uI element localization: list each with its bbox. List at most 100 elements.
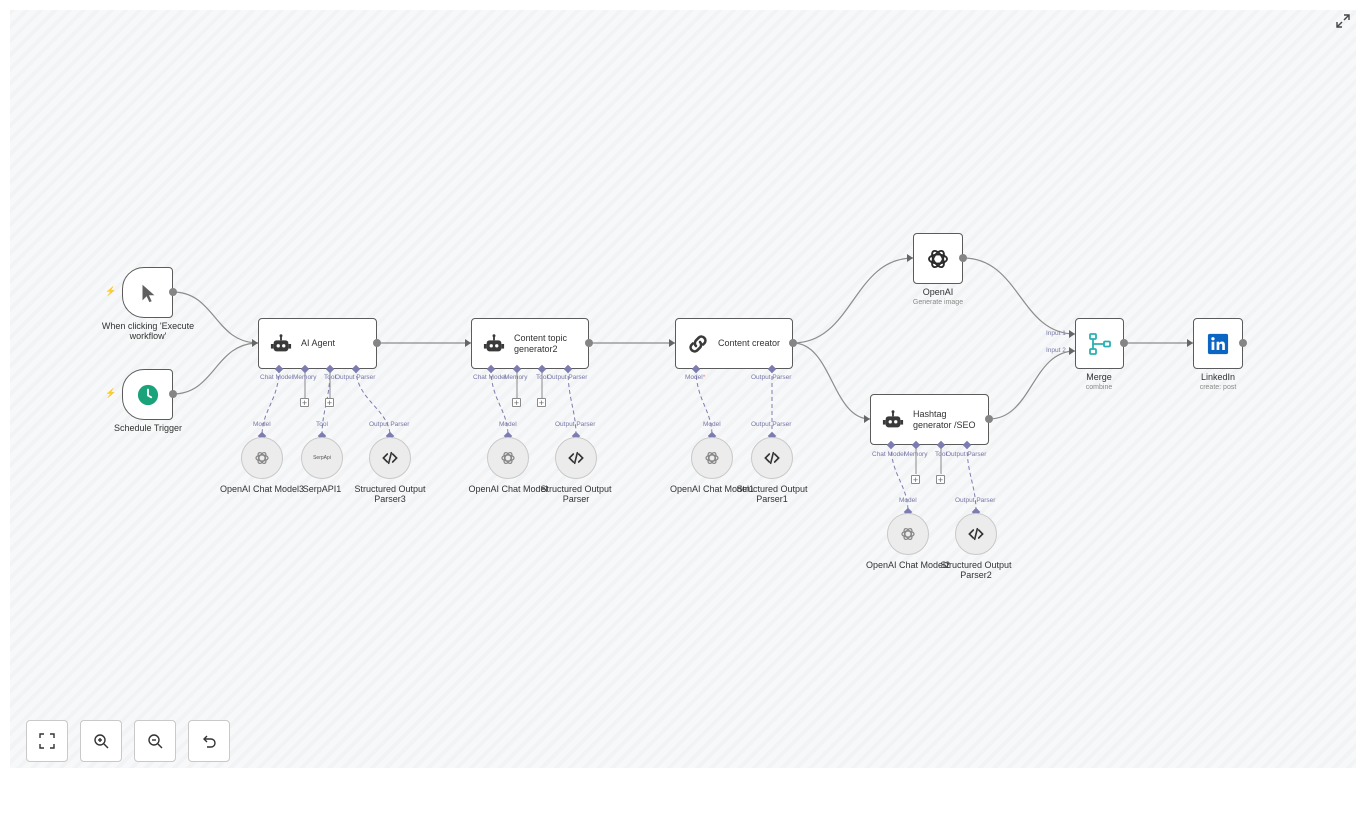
subnode-openai-chat-model1[interactable] — [691, 437, 733, 479]
code-icon — [382, 451, 398, 465]
subnode-port-label: Output Parser — [555, 421, 596, 428]
node-title: Content topic generator2 — [514, 332, 568, 354]
port-label-chat-model: Chat Model — [872, 451, 906, 458]
subnode-port-label: Model — [253, 421, 271, 428]
node-linkedin-subtitle: create: post — [1199, 384, 1237, 391]
node-merge[interactable] — [1075, 318, 1124, 369]
subnode-label: Structured Output Parser — [540, 484, 612, 504]
output-port[interactable] — [1239, 339, 1247, 347]
port-label-chat-model: Chat Model — [473, 374, 507, 381]
subnode-label: OpenAI Chat Model2 — [865, 560, 951, 570]
subnode-openai-chat-model2[interactable] — [887, 513, 929, 555]
port-label-memory: Memory — [504, 374, 528, 381]
port-label-output-parser: Output Parser — [547, 374, 588, 381]
port-label-output-parser: Output Parser — [751, 374, 792, 381]
add-tool-button[interactable]: + — [325, 398, 334, 408]
zoom-out-button[interactable] — [134, 720, 176, 762]
port-label-output-parser: Output Parser — [946, 451, 987, 458]
subnode-openai-chat-model[interactable] — [487, 437, 529, 479]
port-label-memory: Memory — [904, 451, 928, 458]
subnode-label: Structured Output Parser3 — [354, 484, 426, 504]
add-memory-button[interactable]: + — [512, 398, 521, 408]
zoom-in-button[interactable] — [80, 720, 122, 762]
output-port[interactable] — [985, 415, 993, 423]
linkedin-icon — [1206, 332, 1230, 356]
subnode-port-label: Output Parser — [369, 421, 410, 428]
subnode-label: Structured Output Parser2 — [940, 560, 1012, 580]
subnode-port-label: Model — [899, 497, 917, 504]
subnode-label: OpenAI Chat Model1 — [669, 484, 755, 494]
subnode-label: Structured Output Parser1 — [736, 484, 808, 504]
fit-view-icon — [39, 733, 55, 749]
clock-icon — [136, 383, 160, 407]
node-merge-subtitle: combine — [1085, 384, 1113, 391]
trigger-bolt-icon: ⚡ — [105, 388, 117, 398]
node-schedule-trigger[interactable] — [122, 369, 173, 420]
code-icon — [568, 451, 584, 465]
node-merge-label: Merge — [1086, 372, 1112, 382]
openai-icon — [501, 451, 515, 465]
port-label-memory: Memory — [293, 374, 317, 381]
subnode-port-label: Output Parser — [751, 421, 792, 428]
subnode-structured-output-parser1[interactable] — [751, 437, 793, 479]
chain-link-icon — [686, 332, 710, 356]
output-port[interactable] — [585, 339, 593, 347]
output-port[interactable] — [373, 339, 381, 347]
output-port[interactable] — [169, 288, 177, 296]
cursor-icon — [136, 281, 160, 305]
robot-icon — [269, 332, 293, 356]
workflow-canvas[interactable] — [10, 10, 1356, 768]
subnode-structured-output-parser3[interactable] — [369, 437, 411, 479]
add-tool-button[interactable]: + — [537, 398, 546, 408]
subnode-label: OpenAI Chat Model — [468, 484, 548, 494]
merge-icon — [1088, 332, 1112, 356]
port-label-tool: Tool — [935, 451, 947, 458]
subnode-structured-output-parser2[interactable] — [955, 513, 997, 555]
port-label-output-parser: Output Parser — [335, 374, 376, 381]
robot-icon — [881, 408, 905, 432]
code-icon — [968, 527, 984, 541]
merge-input-2-label: Input 2 — [1046, 347, 1066, 354]
add-tool-button[interactable]: + — [936, 475, 945, 485]
subnode-label: OpenAI Chat Model3 — [219, 484, 305, 494]
fullscreen-icon[interactable] — [1336, 14, 1350, 28]
code-icon — [764, 451, 780, 465]
node-schedule-trigger-label: Schedule Trigger — [113, 423, 183, 433]
reset-zoom-button[interactable] — [188, 720, 230, 762]
node-hashtag-generator[interactable]: Hashtag generator /SEO — [870, 394, 989, 445]
robot-icon — [482, 332, 506, 356]
node-openai-subtitle: Generate image — [912, 299, 964, 306]
subnode-label: SerpAPI1 — [302, 484, 342, 494]
port-label-tool: Tool — [324, 374, 336, 381]
add-memory-button[interactable]: + — [300, 398, 309, 408]
output-port[interactable] — [169, 390, 177, 398]
node-title: Content creator — [718, 338, 781, 348]
subnode-port-label: Model — [499, 421, 517, 428]
zoom-out-icon — [148, 734, 163, 749]
node-linkedin[interactable] — [1193, 318, 1243, 369]
openai-icon — [901, 527, 915, 541]
subnode-openai-chat-model3[interactable] — [241, 437, 283, 479]
fit-view-button[interactable] — [26, 720, 68, 762]
node-manual-trigger[interactable] — [122, 267, 173, 318]
subnode-serpapi1[interactable]: SerpApi — [301, 437, 343, 479]
subnode-port-label: Model — [703, 421, 721, 428]
serpapi-logo-icon: SerpApi — [313, 455, 331, 461]
subnode-structured-output-parser[interactable] — [555, 437, 597, 479]
node-content-creator[interactable]: Content creator — [675, 318, 793, 369]
node-ai-agent[interactable]: AI Agent — [258, 318, 377, 369]
add-memory-button[interactable]: + — [911, 475, 920, 485]
port-label-tool: Tool — [536, 374, 548, 381]
node-openai[interactable] — [913, 233, 963, 284]
subnode-port-label: Tool — [316, 421, 328, 428]
output-port[interactable] — [959, 254, 967, 262]
node-openai-label: OpenAI — [922, 287, 954, 297]
node-content-topic-generator[interactable]: Content topic generator2 — [471, 318, 589, 369]
openai-icon — [255, 451, 269, 465]
node-linkedin-label: LinkedIn — [1200, 372, 1236, 382]
output-port[interactable] — [789, 339, 797, 347]
port-label-model: Model* — [685, 374, 706, 381]
output-port[interactable] — [1120, 339, 1128, 347]
undo-icon — [203, 735, 216, 748]
node-title: Hashtag generator /SEO — [913, 408, 976, 430]
